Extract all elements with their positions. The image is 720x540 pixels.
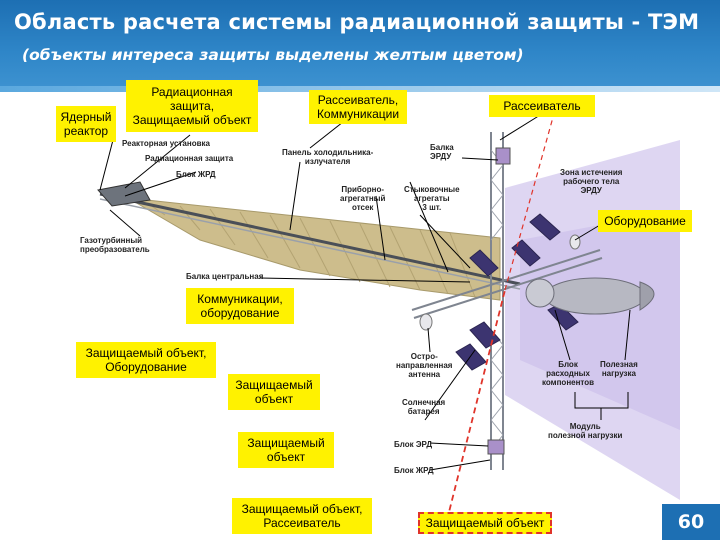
label-nuclear-reactor: Ядерный реактор [56,106,116,142]
label-erd-block: Блок ЭРД [394,440,433,449]
payload-module [544,277,646,315]
label-solar-battery: Солнечная батарея [402,398,446,416]
label-scatterer: Рассеиватель [489,95,595,117]
label-erdu-beam: Балка ЭРДУ [430,143,454,161]
label-cooler-panel: Панель холодильника- излучателя [282,148,374,166]
label-radiation-shield: Радиационная защита, Защищаемый объект [126,80,258,132]
label-protected-object-bottom: Защищаемый объект [418,512,552,534]
erdu-block-top [495,147,511,165]
label-reactor-unit: Реакторная установка [122,139,210,148]
label-instrument-bay: Приборно- агрегатный отсек [340,185,386,212]
label-scatterer-comms: Рассеиватель, Коммуникации [309,90,407,124]
page-number: 60 [662,504,720,540]
central-beam [99,192,521,286]
solar-batteries [455,213,579,371]
exhaust-axis-line [446,289,506,521]
antenna-directional [419,313,433,331]
label-payload: Полезная нагрузка [600,360,638,378]
label-consumables-block: Блок расходных компонентов [542,360,595,387]
label-comms-equipment: Коммуникации, оборудование [186,288,294,324]
label-lre-block-2: Блок ЖРД [394,466,434,475]
label-exhaust-zone: Зона истечения рабочего тела ЭРДУ [560,168,623,195]
header-stripe [0,86,720,92]
label-turbine: Газотурбинный преобразователь [80,236,150,254]
label-payload-module: Модуль полезной нагрузки [548,422,623,440]
label-central-beam: Балка центральная [186,272,264,281]
label-radiation-shield-small: Радиационная защита [145,154,234,163]
leader-lines [99,111,631,471]
label-protected-object-1: Защищаемый объект [228,374,320,410]
erd-block-bottom [487,439,505,455]
vertical-truss [490,132,504,470]
page-title: Область расчета системы радиационной защ… [14,10,700,34]
label-protected-object-2: Защищаемый объект [238,432,334,468]
exhaust-zone-inner [520,210,680,430]
reactor-head [97,181,151,207]
label-directional-antenna: Остро- направленная антенна [396,352,453,379]
label-protected-equipment: Защищаемый объект, Оборудование [76,342,216,378]
diagonal-truss [411,249,603,319]
payload-nose [639,281,655,311]
label-protected-scatterer: Защищаемый объект, Рассеиватель [232,498,372,534]
antenna-top [569,234,581,250]
label-lre-block: Блок ЖРД [176,170,216,179]
header-bar [0,0,720,88]
label-docking-units: Стыковочные агрегаты 3 шт. [404,185,460,212]
page-subtitle: (объекты интереса защиты выделены желтым… [22,46,524,64]
label-equipment: Оборудование [598,210,692,232]
